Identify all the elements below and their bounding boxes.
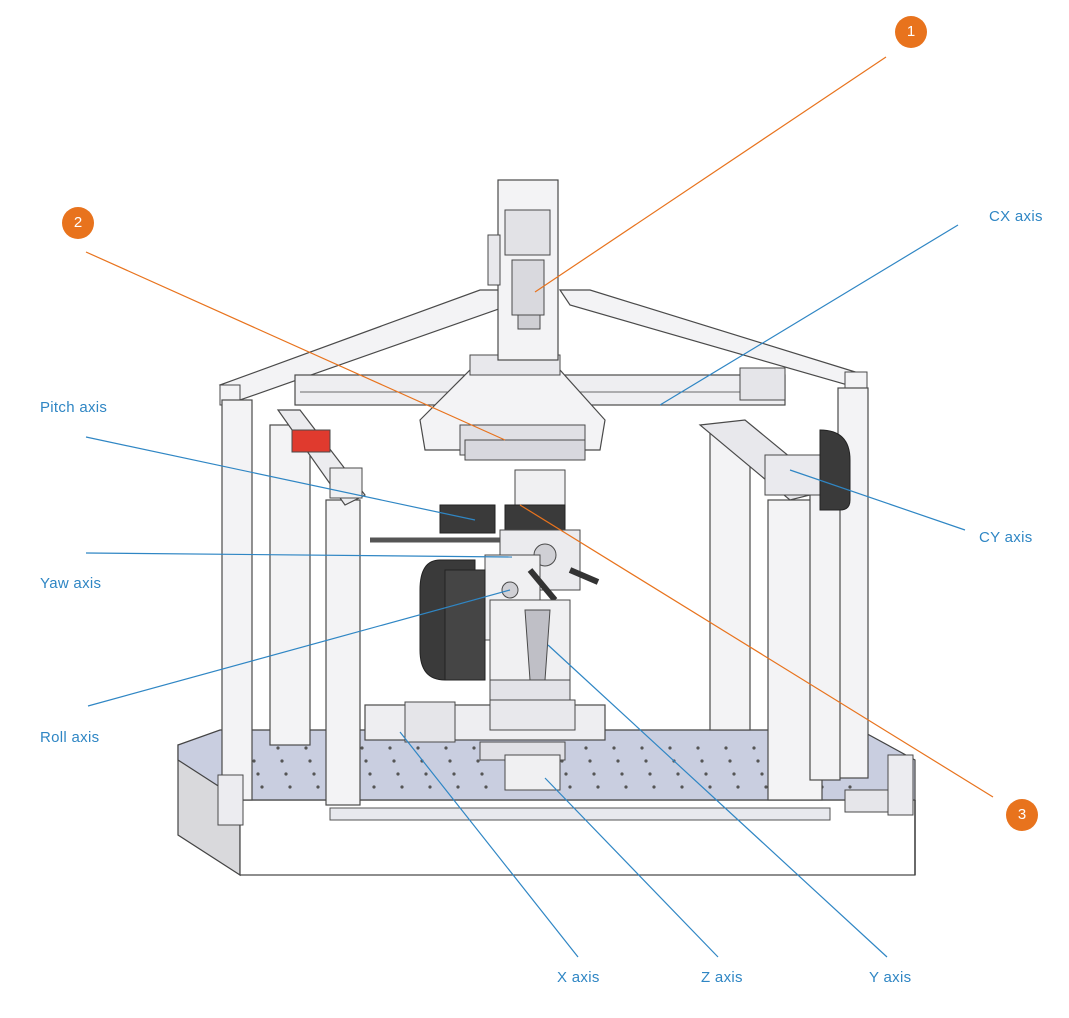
table-hole <box>732 772 736 776</box>
leader-x-axis <box>399 731 579 958</box>
table-hole <box>424 772 428 776</box>
table-hole <box>704 772 708 776</box>
leader-cx-axis <box>659 224 959 406</box>
table-hole <box>848 785 852 789</box>
table-hole <box>668 746 672 750</box>
left-side-rail <box>276 409 366 506</box>
table-hole <box>568 785 572 789</box>
table-hole <box>696 746 700 750</box>
table-hole <box>428 785 432 789</box>
table-hole <box>256 772 260 776</box>
leader-cy-axis <box>789 469 966 531</box>
label-roll-axis: Roll axis <box>40 729 100 746</box>
table-hole <box>708 785 712 789</box>
table-hole <box>280 759 284 763</box>
table-hole <box>724 746 728 750</box>
table-hole <box>760 772 764 776</box>
table-hole <box>472 746 476 750</box>
table-hole <box>564 772 568 776</box>
table-hole <box>372 785 376 789</box>
table-hole <box>360 746 364 750</box>
label-z-axis: Z axis <box>701 969 743 986</box>
table-hole <box>476 759 480 763</box>
table-hole <box>304 746 308 750</box>
table-hole <box>276 746 280 750</box>
label-yaw-axis: Yaw axis <box>40 575 102 592</box>
leader-lines <box>85 56 994 958</box>
label-cx-axis: CX axis <box>989 208 1043 225</box>
table-hole <box>592 772 596 776</box>
table-hole <box>596 785 600 789</box>
table-hole <box>452 772 456 776</box>
table-hole <box>756 759 760 763</box>
badge-2: 2 <box>62 207 94 239</box>
label-cy-axis: CY axis <box>979 529 1033 546</box>
badge-3: 3 <box>1006 799 1038 831</box>
table-hole <box>620 772 624 776</box>
table-hole <box>448 759 452 763</box>
table-hole <box>260 785 264 789</box>
table-hole <box>612 746 616 750</box>
cy-axis-rail <box>698 419 851 511</box>
table-hole <box>392 759 396 763</box>
table-hole <box>616 759 620 763</box>
gantry-roof <box>218 289 868 406</box>
front-posts <box>269 424 841 806</box>
leader-yaw-axis <box>85 552 513 558</box>
table-hole <box>284 772 288 776</box>
table-hole <box>480 772 484 776</box>
table-hole <box>388 746 392 750</box>
table-hole <box>484 785 488 789</box>
table-hole <box>640 746 644 750</box>
badge-1: 1 <box>895 16 927 48</box>
leader-badge-2 <box>85 251 506 441</box>
table-hole <box>680 785 684 789</box>
leader-pitch-axis <box>85 436 476 521</box>
label-pitch-axis: Pitch axis <box>40 399 108 416</box>
top-carriage <box>419 354 606 461</box>
table-hole <box>700 759 704 763</box>
leader-y-axis <box>547 644 888 958</box>
leader-z-axis <box>544 777 719 958</box>
leader-badge-1 <box>534 56 887 293</box>
table-hole <box>728 759 732 763</box>
table-hole <box>764 785 768 789</box>
table-hole <box>316 785 320 789</box>
table-hole <box>644 759 648 763</box>
table-hole <box>736 785 740 789</box>
leader-roll-axis <box>87 589 511 707</box>
table-hole <box>396 772 400 776</box>
right-foot-bracket <box>217 754 914 826</box>
table-hole <box>652 785 656 789</box>
table-hole <box>364 759 368 763</box>
table-hole <box>456 785 460 789</box>
x-axis-rail <box>364 699 606 743</box>
table-hole <box>312 772 316 776</box>
table-hole <box>624 785 628 789</box>
table-hole <box>584 746 588 750</box>
table-hole <box>368 772 372 776</box>
table-hole <box>648 772 652 776</box>
label-x-axis: X axis <box>557 969 600 986</box>
table-hole <box>308 759 312 763</box>
table-hole <box>676 772 680 776</box>
table-hole <box>588 759 592 763</box>
table-hole <box>252 759 256 763</box>
table-hole <box>416 746 420 750</box>
leader-badge-3 <box>519 504 994 798</box>
table-hole <box>288 785 292 789</box>
label-y-axis: Y axis <box>869 969 912 986</box>
table-hole <box>752 746 756 750</box>
table-hole <box>444 746 448 750</box>
y-axis-column <box>489 599 571 706</box>
top-camera-tower <box>487 179 559 361</box>
z-axis-stage <box>479 741 566 791</box>
table-hole <box>400 785 404 789</box>
